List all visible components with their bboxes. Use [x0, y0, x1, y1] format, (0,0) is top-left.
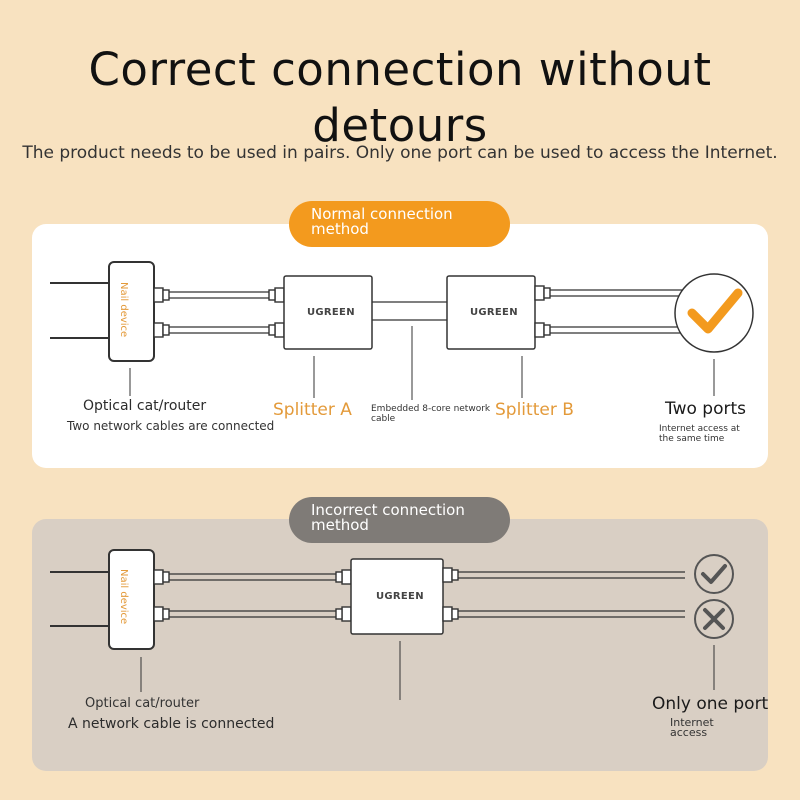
splitter-b-brand: UGREEN: [470, 307, 518, 318]
normal-result-sublabel: Internet access at the same time: [659, 424, 740, 444]
splitter-b: [446, 275, 536, 398]
incorrect-checkmark-icon: [694, 554, 734, 594]
normal-device-text-line1: Nail: [118, 282, 129, 302]
incorrect-router-label: Optical cat/router: [85, 696, 200, 711]
normal-cables-left: [153, 287, 285, 338]
incorrect-splitter: [350, 558, 444, 700]
normal-cables-right: [534, 285, 685, 338]
normal-result-checkmark-icon: [674, 273, 754, 396]
embedded-cable-label: Embedded 8-core network cable: [371, 404, 491, 424]
incorrect-result-label: Only one port: [652, 694, 769, 714]
normal-router-sublabel: Two network cables are connected: [67, 419, 275, 433]
incorrect-cross-icon: [694, 599, 734, 690]
incorrect-badge-line2: method: [311, 516, 369, 534]
incorrect-connection-badge: Incorrect connection method: [289, 497, 510, 543]
normal-router-label: Optical cat/router: [83, 398, 207, 414]
splitter-a: [283, 275, 373, 398]
incorrect-device-text-line1: Nail: [118, 569, 129, 589]
normal-device-text-line2: device: [118, 304, 129, 338]
normal-badge-line1: Normal connection: [311, 205, 453, 223]
page-subtitle: The product needs to be used in pairs. O…: [22, 143, 778, 163]
incorrect-router-device: [50, 549, 155, 692]
incorrect-router-sublabel: A network cable is connected: [68, 716, 275, 732]
incorrect-cables-right: [442, 567, 685, 622]
splitter-b-label: Splitter B: [495, 400, 574, 420]
incorrect-badge-line1: Incorrect connection: [311, 501, 465, 519]
incorrect-device-text: Nail device: [118, 569, 129, 624]
normal-router-device: [50, 261, 155, 396]
incorrect-device-text-line2: device: [118, 591, 129, 625]
page-title: Correct connection without detours: [88, 43, 712, 152]
normal-device-text: Nail device: [118, 282, 129, 337]
incorrect-splitter-brand: UGREEN: [376, 591, 424, 602]
normal-connection-badge: Normal connection method: [289, 201, 510, 247]
splitter-a-label: Splitter A: [273, 400, 352, 420]
normal-badge-line2: method: [311, 220, 369, 238]
incorrect-cables-left: [153, 569, 352, 622]
splitter-a-brand: UGREEN: [307, 307, 355, 318]
embedded-network-cable: [372, 301, 447, 400]
normal-result-label: Two ports: [665, 399, 746, 419]
incorrect-result-sublabel: Internet access: [670, 716, 714, 739]
